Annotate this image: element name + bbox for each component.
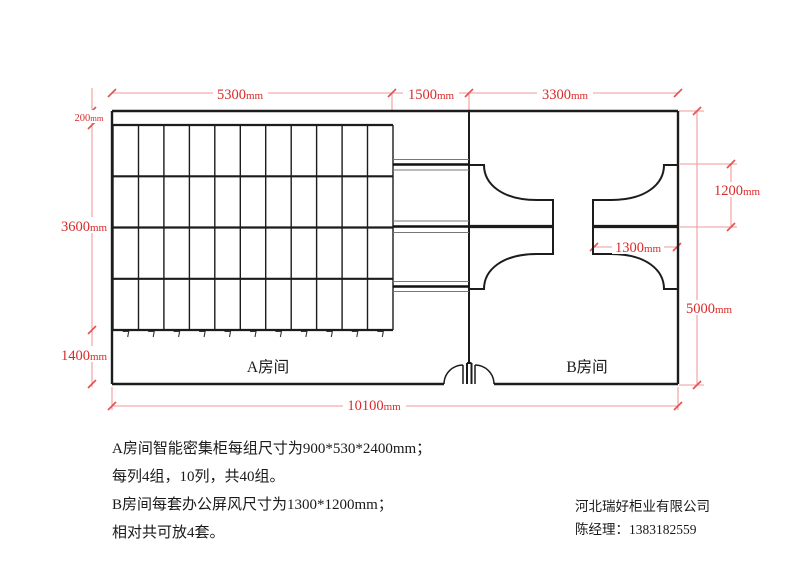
door-swing-arcs — [443, 364, 495, 385]
dim-desk-width: 1300mm — [615, 240, 662, 256]
cabinet-grid-columns — [112, 125, 394, 330]
cabinet-rail-hooks — [122, 330, 384, 338]
dimension-labels: 5300mm 1500mm 3300mm 200mm 3600mm 1400mm… — [61, 87, 761, 414]
corridor-rail-tracks — [393, 159, 469, 292]
note-line-3: B房间每套办公屏风尺寸为1300*1200mm； — [112, 496, 393, 513]
dim-top-b: 3300mm — [542, 87, 589, 103]
dim-left-aisle: 1400mm — [61, 348, 108, 364]
dim-desk-depth: 1200mm — [714, 183, 761, 199]
cabinet-grid-rows — [113, 123, 393, 332]
dim-right-height: 5000mm — [686, 301, 733, 317]
room-a-label: A房间 — [247, 358, 289, 376]
note-line-2: 每列4组，10列，共40组。 — [112, 468, 285, 485]
rail-track-thin-lines — [393, 159, 469, 292]
dim-left-offset: 200mm — [75, 113, 104, 124]
cabinet-grid — [112, 123, 394, 338]
dim-left-cabinets: 3600mm — [61, 219, 108, 235]
outer-walls — [110, 109, 680, 386]
partition-wall — [466, 111, 473, 384]
note-line-4: 相对共可放4套。 — [112, 524, 225, 541]
dimension-text-backgrounds — [58, 86, 763, 412]
dim-top-a: 5300mm — [217, 87, 264, 103]
office-desks — [470, 164, 678, 290]
company-contact: 陈经理：1383182559 — [575, 521, 697, 537]
note-line-1: A房间智能密集柜每组尺寸为900*530*2400mm； — [112, 439, 431, 457]
dim-total-width: 10100mm — [347, 398, 401, 414]
dim-top-corridor: 1500mm — [408, 87, 455, 103]
room-b-label: B房间 — [566, 358, 607, 376]
specification-notes: A房间智能密集柜每组尺寸为900*530*2400mm； 每列4组，10列，共4… — [112, 439, 431, 541]
walls — [110, 109, 680, 386]
company-info: 河北瑞好柜业有限公司 陈经理：1383182559 — [575, 499, 710, 537]
rail-track-thick-lines — [393, 163, 469, 288]
company-name: 河北瑞好柜业有限公司 — [575, 499, 710, 514]
